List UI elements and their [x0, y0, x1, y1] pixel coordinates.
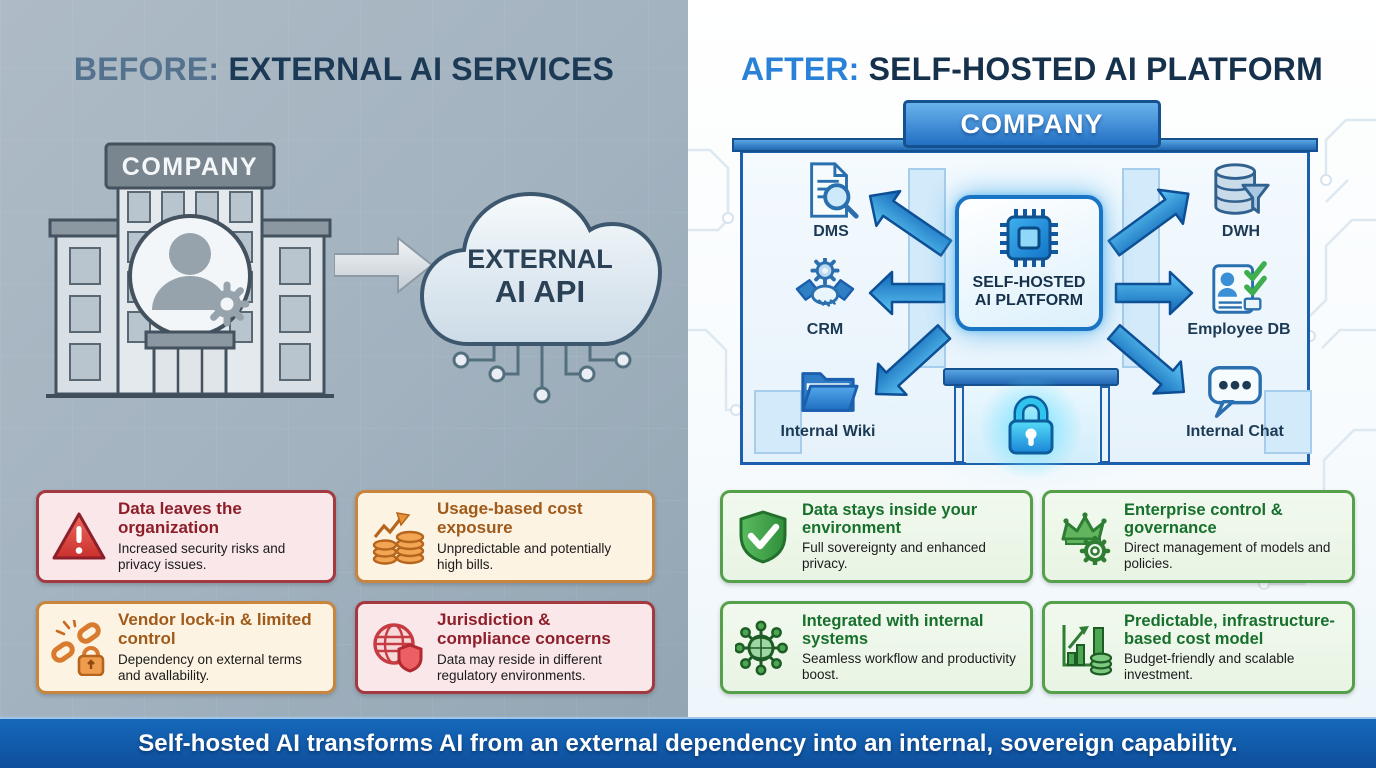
system-label: Internal Chat — [1186, 423, 1284, 440]
benefit-card-integrated: Integrated with internal systems Seamles… — [720, 601, 1033, 694]
before-title: BEFORE: EXTERNAL AI SERVICES — [73, 51, 615, 88]
system-dms: DMS — [776, 160, 886, 241]
network-hub-icon — [735, 620, 791, 676]
card-title: Vendor lock-in & limited control — [118, 610, 312, 649]
card-title: Integrated with internal systems — [802, 611, 984, 649]
system-label: CRM — [806, 321, 844, 338]
system-dwh: DWH — [1186, 160, 1296, 241]
card-title: Enterprise control & governance — [1124, 500, 1283, 538]
risk-card-lockin: Vendor lock-in & limited control Depende… — [36, 601, 336, 694]
card-title: Data leaves the organization — [118, 499, 242, 538]
cpu-chip-icon — [1000, 209, 1058, 267]
risk-card-data-leaves: Data leaves the organization Increased s… — [36, 490, 336, 583]
arrow-right-icon — [334, 235, 434, 295]
window — [1264, 390, 1312, 454]
card-title: Usage-based cost exposure — [437, 499, 583, 538]
card-body: Full sovereignty and enhanced privacy. — [802, 540, 986, 572]
platform-line2: AI PLATFORM — [974, 292, 1084, 310]
database-funnel-icon — [1214, 163, 1270, 215]
cloud-line1: EXTERNAL — [467, 244, 613, 274]
crown-gear-icon — [1057, 509, 1113, 565]
door-pillar — [1100, 386, 1110, 463]
before-label: BEFORE: — [73, 51, 220, 88]
coins-rising-cost-icon — [370, 509, 426, 565]
circuit-pattern — [688, 118, 1376, 590]
company-sign: COMPANY — [903, 100, 1161, 148]
card-title: Jurisdiction & compliance concerns — [437, 610, 611, 649]
after-panel: AFTER: SELF-HOSTED AI PLATFORM COMPANY — [688, 0, 1376, 717]
padlock-icon — [1002, 392, 1060, 458]
card-body: Unpredictable and potentially high bills… — [437, 540, 612, 572]
cloud-line2: AI API — [495, 274, 585, 309]
system-label: Employee DB — [1187, 321, 1291, 338]
footer-banner: Self-hosted AI transforms AI from an ext… — [0, 717, 1376, 768]
system-internal-wiki: Internal Wiki — [773, 360, 883, 441]
system-crm: CRM — [770, 258, 880, 339]
window — [754, 390, 802, 454]
external-ai-cloud: EXTERNAL AI API — [419, 191, 663, 404]
before-panel: BEFORE: EXTERNAL AI SERVICES — [0, 0, 688, 717]
card-title: Data stays inside your environment — [802, 500, 978, 538]
card-body: Dependency on external terms and avallab… — [118, 651, 302, 683]
handshake-gear-icon — [795, 258, 855, 307]
system-employee-db: Employee DB — [1184, 258, 1294, 339]
card-body: Seamless workflow and productivity boost… — [802, 651, 1016, 683]
document-search-icon — [810, 162, 859, 219]
card-body: Direct management of models and policies… — [1124, 540, 1331, 572]
cloud-icon — [419, 191, 663, 346]
risk-card-jurisdiction: Jurisdiction & compliance concerns Data … — [355, 601, 655, 694]
card-body: Data may reside in different regulatory … — [437, 651, 602, 683]
system-label: Internal Wiki — [780, 423, 876, 440]
id-card-check-icon — [1212, 261, 1267, 314]
shield-check-icon — [735, 509, 791, 565]
chat-bubble-icon — [1208, 366, 1262, 418]
self-hosted-platform-card: SELF-HOSTED AI PLATFORM — [955, 195, 1103, 331]
system-internal-chat: Internal Chat — [1180, 360, 1290, 441]
system-label: DWH — [1221, 223, 1261, 240]
gear-icon — [204, 281, 250, 327]
risk-card-cost: Usage-based cost exposure Unpredictable … — [355, 490, 655, 583]
card-body: Increased security risks and privacy iss… — [118, 540, 286, 572]
footer-text: Self-hosted AI transforms AI from an ext… — [138, 729, 1238, 757]
company-sign — [104, 142, 276, 190]
broken-chain-lock-icon — [51, 619, 107, 676]
folder-icon — [801, 372, 859, 412]
card-body: Budget-friendly and scalable investment. — [1124, 651, 1295, 683]
company-label: COMPANY — [122, 153, 258, 181]
benefit-card-cost-model: Predictable, infrastructure-based cost m… — [1042, 601, 1355, 694]
globe-shield-icon — [370, 620, 426, 676]
chart-coins-icon — [1057, 620, 1113, 676]
platform-line1: SELF-HOSTED — [972, 274, 1086, 291]
card-title: Predictable, infrastructure-based cost m… — [1124, 611, 1335, 649]
system-label: DMS — [813, 223, 849, 240]
platform-arrows — [868, 188, 1194, 396]
door-pillar — [954, 386, 964, 463]
company-building-gray: COMPANY — [46, 142, 334, 398]
benefit-card-governance: Enterprise control & governance Direct m… — [1042, 490, 1355, 583]
benefit-card-data-stays: Data stays inside your environment Full … — [720, 490, 1033, 583]
company-label: COMPANY — [960, 108, 1104, 139]
warning-triangle-icon — [51, 509, 107, 565]
after-title: AFTER: SELF-HOSTED AI PLATFORM — [741, 51, 1323, 88]
after-label: AFTER: — [741, 51, 860, 88]
